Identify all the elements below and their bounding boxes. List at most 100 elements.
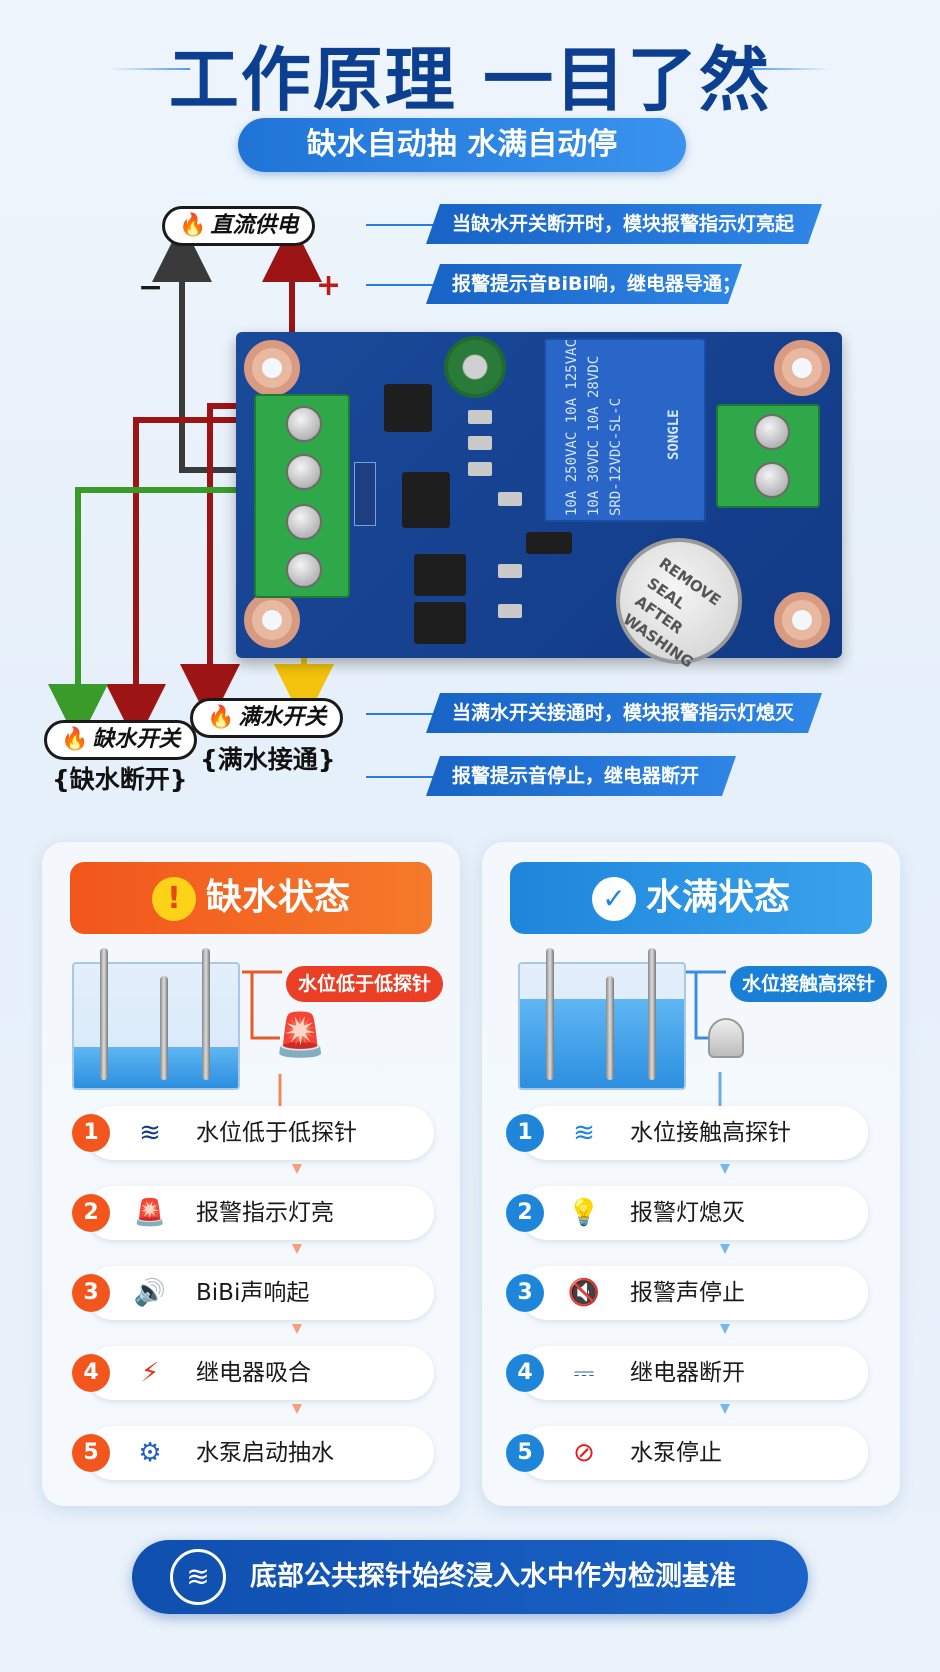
- terminal-screw: [754, 462, 790, 498]
- probe-rod: [648, 948, 656, 1080]
- footer-text: 底部公共探针始终浸入水中作为检测基准: [250, 1561, 736, 1592]
- mounting-hole: [774, 340, 830, 396]
- low-step: 3 🔊 BiBi声响起: [72, 1266, 434, 1320]
- water-pump-icon: ⚙: [138, 1438, 162, 1468]
- full-water-title: 水满状态: [645, 877, 790, 918]
- relay: 10A 250VAC 10A 125VAC 10A 30VDC 10A 28VD…: [544, 338, 706, 522]
- step-number: 1: [72, 1114, 110, 1152]
- full-switch-text: 满水开关: [238, 705, 327, 730]
- step-label: 水位低于低探针: [196, 1120, 357, 1146]
- full-step: 1 ≋ 水位接触高探针: [506, 1106, 868, 1160]
- flow-arrow: [292, 1244, 302, 1254]
- relay-text: SRD-12VDC-SL-C: [608, 397, 624, 516]
- flame-icon: 🔥: [207, 705, 235, 730]
- flow-arrow: [720, 1164, 730, 1174]
- low-water-title: 缺水状态: [205, 877, 350, 918]
- flow-arrow: [292, 1164, 302, 1174]
- full-step: 2 💡 报警灯熄灭: [506, 1186, 868, 1240]
- callout-bottom-1: 当满水开关接通时，模块报警指示灯熄灭: [426, 693, 822, 733]
- smd-component: [498, 564, 522, 578]
- step-label: 报警灯熄灭: [630, 1200, 745, 1226]
- footer-banner: ≋ 底部公共探针始终浸入水中作为检测基准: [132, 1540, 808, 1614]
- flow-arrow: [720, 1324, 730, 1334]
- step-number: 4: [72, 1354, 110, 1392]
- probe-rod: [202, 948, 210, 1080]
- smd-component: [468, 410, 492, 424]
- full-water-panel: ✓水满状态 水位接触高探针 1 ≋ 水位接触高探针 2 💡 报警灯熄灭 3 🔇 …: [482, 842, 900, 1506]
- page-title: 工作原理 一目了然: [168, 39, 772, 121]
- flow-arrow: [292, 1324, 302, 1334]
- low-step: 5 ⚙ 水泵启动抽水: [72, 1426, 434, 1480]
- flame-icon: 🔥: [179, 213, 207, 238]
- full-switch-state: {满水接通}: [200, 745, 336, 774]
- buzzer: REMOVE SEAL AFTER WASHING: [616, 538, 742, 671]
- full-step: 4 ⎓ 继电器断开: [506, 1346, 868, 1400]
- smd-component: [498, 492, 522, 506]
- terminal-screw: [286, 406, 322, 442]
- speaker-muted-icon: 🔇: [567, 1278, 601, 1308]
- callout-top-2: 报警提示音BiBi响，继电器导通；: [426, 264, 742, 304]
- relay-open-icon: ⎓: [573, 1358, 595, 1388]
- low-switch-text: 缺水开关: [92, 727, 181, 752]
- optocoupler: [414, 554, 466, 596]
- alarm-light-off-icon: [708, 1018, 744, 1058]
- ic-chip: [402, 472, 450, 528]
- flow-arrow: [720, 1404, 730, 1414]
- probe-rod: [160, 976, 168, 1080]
- regulator-chip: [384, 384, 432, 432]
- terminal-screw: [286, 504, 322, 540]
- probe-rod: [606, 976, 614, 1080]
- full-water-tag: 水位接触高探针: [730, 966, 888, 1002]
- input-terminal-block: [254, 394, 350, 598]
- flame-icon: 🔥: [61, 727, 89, 752]
- subtitle-banner: 缺水自动抽 水满自动停: [238, 118, 686, 172]
- full-step: 5 ⊘ 水泵停止: [506, 1426, 868, 1480]
- step-label: 水泵启动抽水: [196, 1440, 334, 1466]
- low-switch-state: {缺水断开}: [52, 765, 188, 794]
- callout-connector: [366, 713, 436, 715]
- callout-connector: [366, 776, 436, 778]
- lightbulb-off-icon: 💡: [567, 1198, 601, 1228]
- step-number: 3: [506, 1274, 544, 1312]
- mounting-hole: [774, 592, 830, 648]
- checkmark-icon: ✓: [591, 877, 636, 921]
- water-waves-icon: ≋: [573, 1118, 595, 1148]
- step-label: 报警指示灯亮: [196, 1200, 334, 1226]
- step-number: 3: [72, 1274, 110, 1312]
- low-step: 2 🚨 报警指示灯亮: [72, 1186, 434, 1240]
- step-label: 报警声停止: [630, 1280, 745, 1306]
- diode: [526, 532, 572, 554]
- probe-rod: [100, 948, 108, 1080]
- relay-output-terminal: [716, 404, 820, 508]
- low-water-tag: 水位低于低探针: [286, 966, 444, 1002]
- step-number: 4: [506, 1354, 544, 1392]
- flow-arrow: [720, 1244, 730, 1254]
- pin-header: [354, 462, 376, 526]
- title-decor-left: [110, 68, 190, 70]
- callout-top-1: 当缺水开关断开时，模块报警指示灯亮起: [426, 204, 822, 244]
- relay-closed-icon: ⚡: [140, 1358, 160, 1388]
- relay-text: 10A 250VAC 10A 125VAC: [564, 338, 580, 516]
- step-label: BiBi声响起: [196, 1280, 310, 1306]
- circuit-board: 10A 250VAC 10A 125VAC 10A 30VDC 10A 28VD…: [236, 332, 842, 671]
- speaker-on-icon: 🔊: [133, 1278, 167, 1308]
- water-waves-icon: ≋: [170, 1549, 226, 1605]
- mounting-hole: [244, 340, 300, 396]
- low-water-header: !缺水状态: [70, 862, 432, 934]
- warning-icon: !: [151, 877, 196, 921]
- smd-component: [468, 436, 492, 450]
- dc-power-label: 🔥直流供电: [162, 206, 316, 246]
- minus-sign: −: [138, 270, 164, 305]
- alarm-light-icon: 🚨: [274, 1010, 327, 1059]
- low-water-switch-label: 🔥缺水开关: [44, 720, 198, 760]
- probe-rod: [546, 948, 554, 1080]
- capacitor: [444, 336, 506, 398]
- water-waves-icon: ≋: [139, 1118, 161, 1148]
- step-label: 继电器吸合: [196, 1360, 311, 1386]
- terminal-screw: [286, 454, 322, 490]
- low-step: 4 ⚡ 继电器吸合: [72, 1346, 434, 1400]
- flow-arrow: [292, 1404, 302, 1414]
- step-number: 5: [72, 1434, 110, 1472]
- callout-connector: [366, 284, 436, 286]
- full-step: 3 🔇 报警声停止: [506, 1266, 868, 1320]
